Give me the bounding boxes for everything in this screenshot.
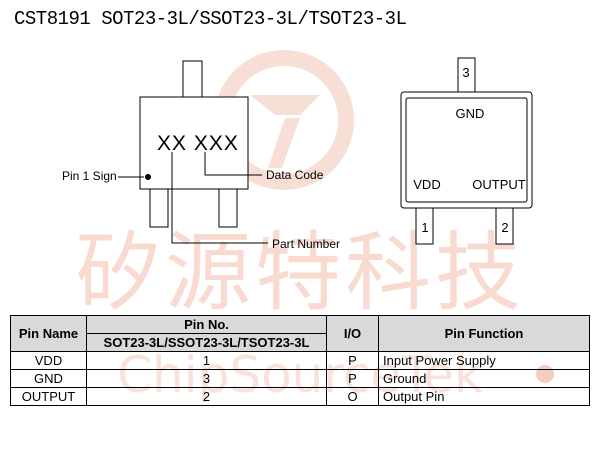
header-pin-no: Pin No. xyxy=(86,315,327,334)
table-row: VDD 1 P Input Power Supply xyxy=(10,351,590,370)
cell-pin-no: 2 xyxy=(86,387,327,406)
pin1-dot xyxy=(145,174,151,180)
pin2-number: 2 xyxy=(501,220,508,235)
header-pin-name: Pin Name xyxy=(10,315,87,352)
cell-io: P xyxy=(326,369,379,388)
package-body xyxy=(139,96,249,190)
cell-pin-name: OUTPUT xyxy=(10,387,87,406)
vdd-label: VDD xyxy=(413,177,440,192)
cell-io: P xyxy=(326,351,379,370)
pin1-sign-label: Pin 1 Sign xyxy=(62,169,117,183)
pin1-lead xyxy=(415,207,434,245)
pin2-lead xyxy=(495,207,514,245)
header-io: I/O xyxy=(326,315,379,352)
bottom-right-lead xyxy=(218,188,238,228)
cell-pin-name: GND xyxy=(10,369,87,388)
package-marking-diagram: XX XXX 3 GND VDD OUTPUT 1 2 xyxy=(118,57,533,245)
cell-io: O xyxy=(326,387,379,406)
table-subheader-row: SOT23-3L/SSOT23-3L/TSOT23-3L xyxy=(11,333,590,352)
data-code-label: Data Code xyxy=(266,168,324,182)
cell-function: Input Power Supply xyxy=(378,351,590,370)
cell-function: Output Pin xyxy=(378,387,590,406)
bottom-left-lead xyxy=(149,188,169,228)
package-outline-inner xyxy=(405,97,528,203)
page-title: CST8191 SOT23-3L/SSOT23-3L/TSOT23-3L xyxy=(14,8,407,30)
cell-pin-name: VDD xyxy=(10,351,87,370)
header-package: SOT23-3L/SSOT23-3L/TSOT23-3L xyxy=(86,333,327,352)
marking-text: XX XXX xyxy=(157,132,239,155)
gnd-label: GND xyxy=(456,106,485,121)
table-header-row: Pin Name Pin No. I/O Pin Function xyxy=(10,315,590,352)
top-lead xyxy=(182,60,203,98)
table-row: OUTPUT 2 O Output Pin xyxy=(10,387,590,406)
pin-table: Pin Name Pin No. I/O Pin Function SOT23-… xyxy=(10,315,590,406)
pin1-number: 1 xyxy=(421,220,428,235)
cell-pin-no: 3 xyxy=(86,369,327,388)
output-label: OUTPUT xyxy=(472,177,526,192)
part-number-label: Part Number xyxy=(272,237,341,251)
cell-function: Ground xyxy=(378,369,590,388)
pin3-number: 3 xyxy=(462,65,469,80)
header-pin-function: Pin Function xyxy=(378,315,590,352)
cell-pin-no: 1 xyxy=(86,351,327,370)
table-row: GND 3 P Ground xyxy=(10,369,590,388)
